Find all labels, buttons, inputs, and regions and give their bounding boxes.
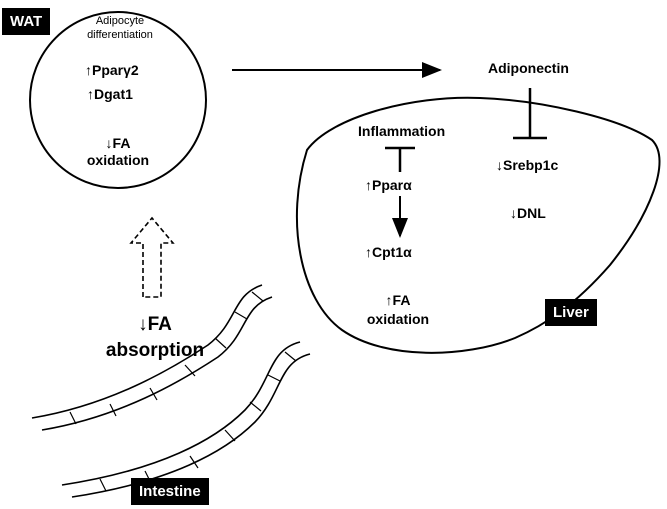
dnl-label: ↓DNL xyxy=(510,205,546,221)
wat-tag: WAT xyxy=(2,8,51,35)
adipocyte-label: Adipocyte xyxy=(95,15,145,27)
absorption-label: absorption xyxy=(105,340,205,361)
absorption-up-arrow xyxy=(129,216,175,298)
adiponectin-label: Adiponectin xyxy=(488,60,569,76)
inflammation-label: Inflammation xyxy=(358,123,446,139)
srebp1c-label: ↓Srebp1c xyxy=(496,157,559,173)
adiponectin-inhibition-tbar xyxy=(513,88,547,140)
liver-outline xyxy=(295,96,661,354)
ppara-label: ↑Pparα xyxy=(365,177,412,193)
pparg2-label: ↑Pparγ2 xyxy=(85,62,139,78)
liver-tag: Liver xyxy=(545,299,597,326)
wat-oxidation-label: oxidation xyxy=(86,152,150,168)
differentiation-label: differentiation xyxy=(87,29,153,41)
cpt1a-label: ↑Cpt1α xyxy=(365,244,412,260)
wat-fa-label: ↓FA xyxy=(105,135,131,151)
liver-fa-label: ↑FA xyxy=(385,292,411,308)
inflammation-inhibition-tbar xyxy=(385,146,415,172)
dgat1-label: ↑Dgat1 xyxy=(87,86,133,102)
absorption-fa-label: ↓FA xyxy=(138,314,172,335)
liver-oxidation-label: oxidation xyxy=(366,311,430,327)
wat-circle xyxy=(29,11,207,189)
intestine-tag: Intestine xyxy=(131,478,209,505)
